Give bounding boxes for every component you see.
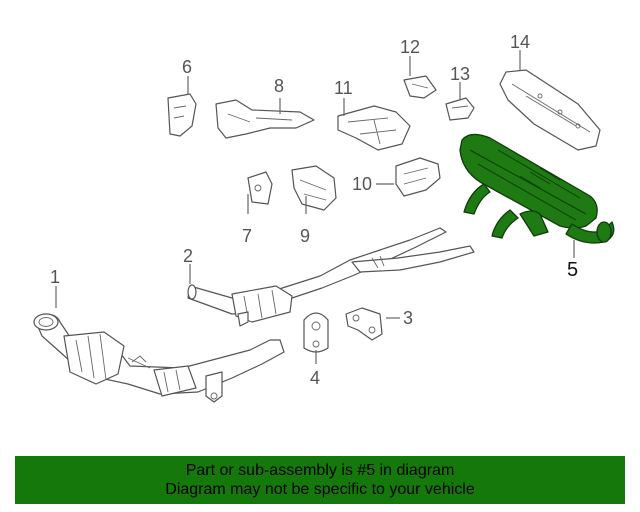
callout-2: 2 xyxy=(183,246,193,266)
part-4-rubber-hanger[interactable] xyxy=(303,312,329,353)
part-10-shield[interactable] xyxy=(395,157,441,197)
part-6-heat-shield[interactable] xyxy=(167,93,197,137)
part-7-bracket[interactable] xyxy=(247,171,273,205)
callout-10: 10 xyxy=(352,174,372,194)
part-8-heat-shield[interactable] xyxy=(215,99,315,139)
callout-4: 4 xyxy=(310,368,320,388)
callout-1: 1 xyxy=(50,267,60,287)
part-11-shield[interactable] xyxy=(337,105,411,151)
part-9-shield[interactable] xyxy=(291,165,337,211)
callout-12: 12 xyxy=(400,37,420,57)
part-12-clip[interactable] xyxy=(403,75,437,99)
part-5-rear-muffler[interactable] xyxy=(459,133,615,244)
part-2-intermediate-pipe[interactable] xyxy=(187,227,475,327)
callout-7: 7 xyxy=(242,226,252,246)
callout-6: 6 xyxy=(182,57,192,77)
part-info-banner: Part or sub-assembly is #5 in diagram Di… xyxy=(15,456,625,504)
banner-line-part: Part or sub-assembly is #5 in diagram xyxy=(185,462,455,479)
callout-5: 5 xyxy=(567,259,578,281)
part-14-large-heat-shield[interactable] xyxy=(499,69,601,151)
part-1-converter-pipe[interactable] xyxy=(33,313,285,403)
part-13-clip[interactable] xyxy=(445,97,475,121)
callout-8: 8 xyxy=(274,76,284,96)
callout-14: 14 xyxy=(510,32,530,52)
callout-9: 9 xyxy=(300,226,310,246)
callout-3: 3 xyxy=(403,308,413,328)
banner-line-disclaimer: Diagram may not be specific to your vehi… xyxy=(165,481,475,498)
callout-11: 11 xyxy=(334,78,353,98)
part-3-hanger-bracket[interactable] xyxy=(345,307,383,341)
callout-13: 13 xyxy=(450,64,470,84)
